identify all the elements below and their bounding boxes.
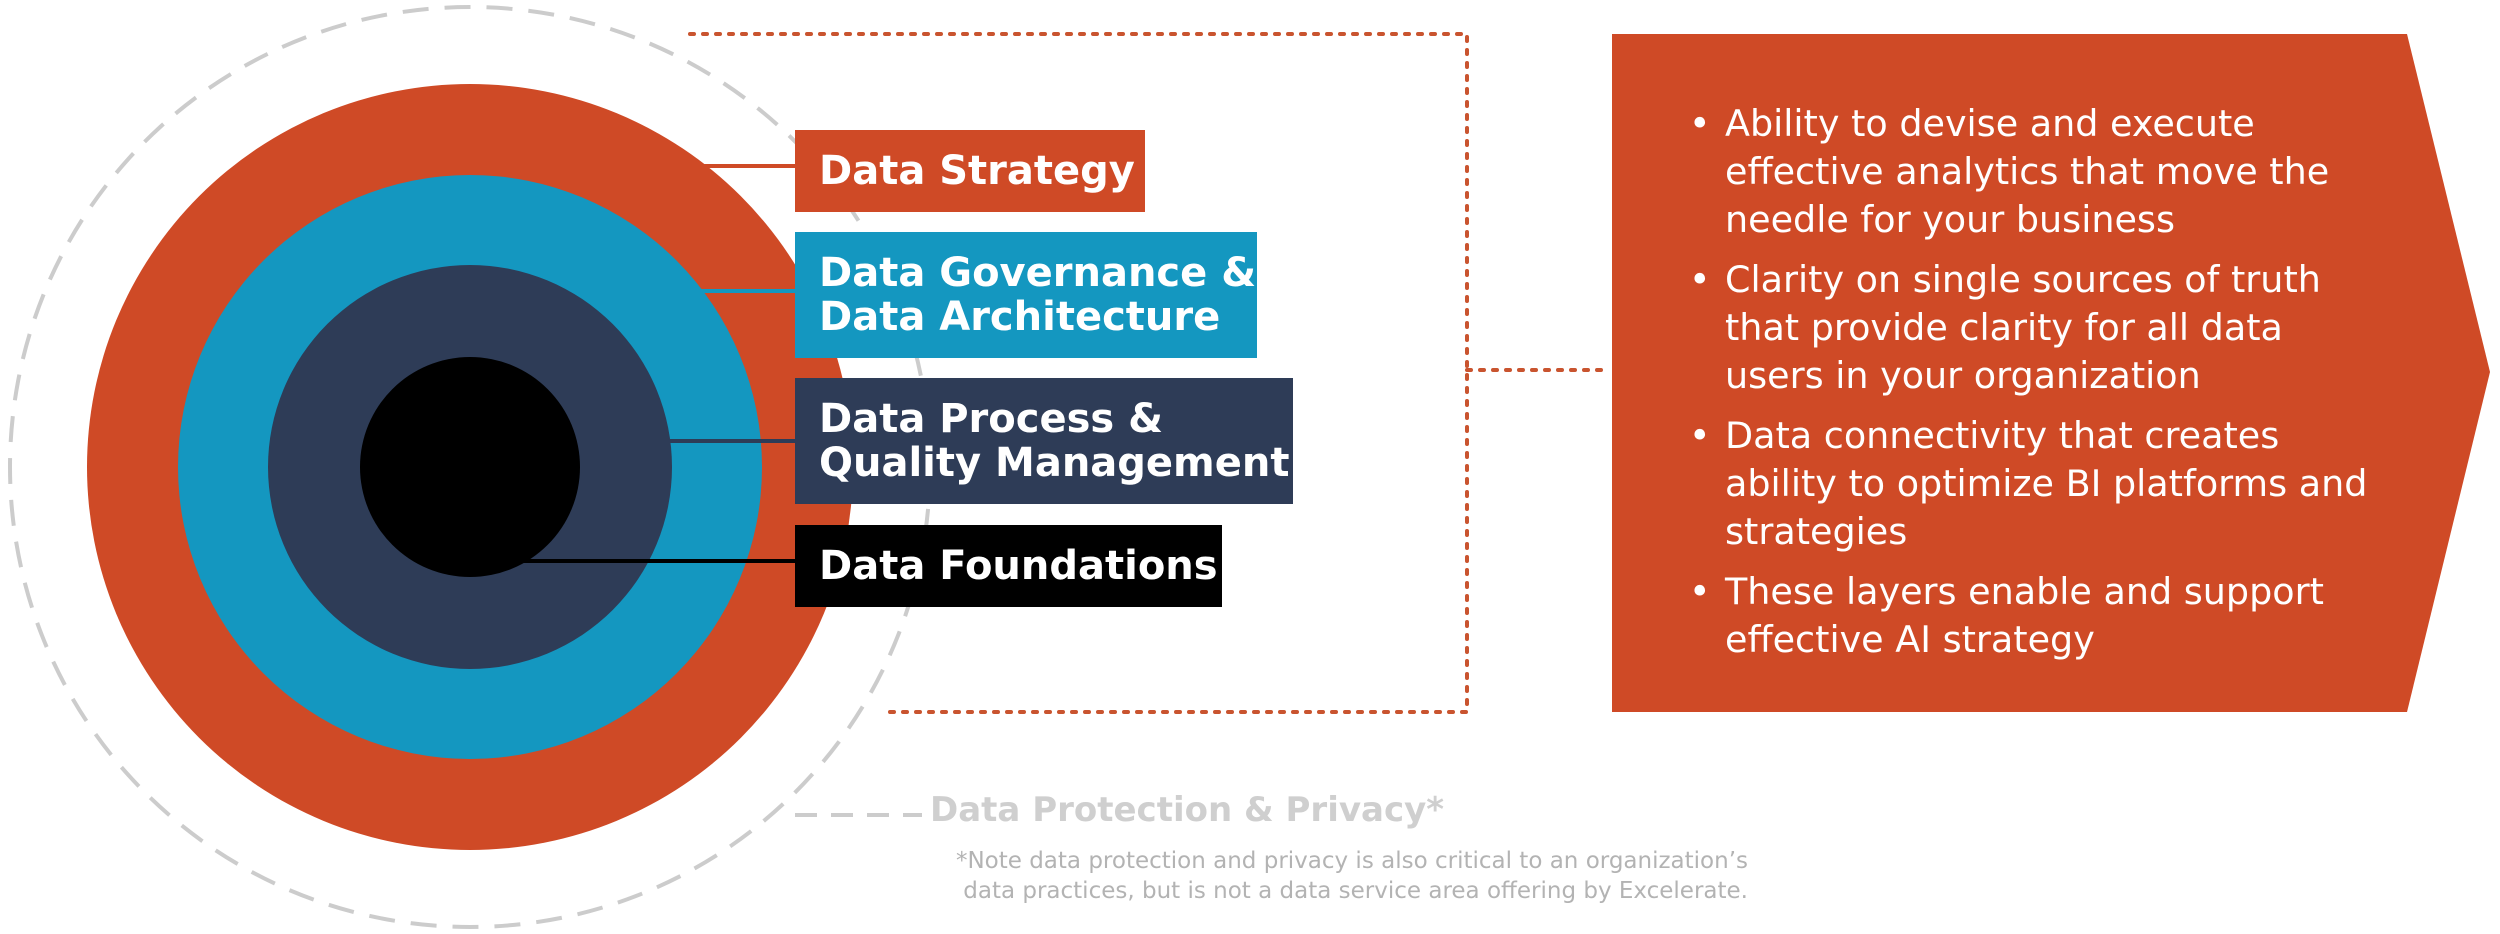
bracket-connector: [688, 32, 1607, 714]
benefit-item: These layers enable and support effectiv…: [1685, 568, 2375, 664]
label-data-strategy: Data Strategy: [795, 130, 1145, 212]
label-data-governance-line-2: Data Architecture: [819, 294, 1221, 340]
label-data-governance-line-1: Data Governance &: [819, 250, 1257, 296]
privacy-note-line-2: data practices, but is not a data servic…: [963, 878, 1748, 904]
benefit-item: Data connectivity that creates ability t…: [1685, 412, 2375, 556]
privacy-note-line-1: *Note data protection and privacy is als…: [955, 848, 1748, 874]
privacy-note: *Note data protection and privacy is als…: [928, 846, 1748, 906]
label-data-strategy-line-1: Data Strategy: [819, 148, 1135, 194]
label-data-process-line-2: Quality Management: [819, 440, 1290, 486]
label-data-process-line-1: Data Process &: [819, 396, 1164, 442]
benefit-item: Clarity on single sources of truth that …: [1685, 256, 2375, 400]
core-data-foundations: [360, 357, 580, 577]
label-data-foundations-line-1: Data Foundations: [819, 543, 1218, 589]
privacy-title: Data Protection & Privacy*: [930, 790, 1445, 830]
benefit-item: Ability to devise and execute effective …: [1685, 100, 2375, 244]
label-data-governance: Data Governance & Data Architecture: [795, 232, 1257, 358]
label-data-process: Data Process & Quality Management: [795, 378, 1293, 504]
label-data-foundations: Data Foundations: [795, 525, 1222, 607]
benefits-list: Ability to devise and execute effective …: [1685, 100, 2375, 676]
